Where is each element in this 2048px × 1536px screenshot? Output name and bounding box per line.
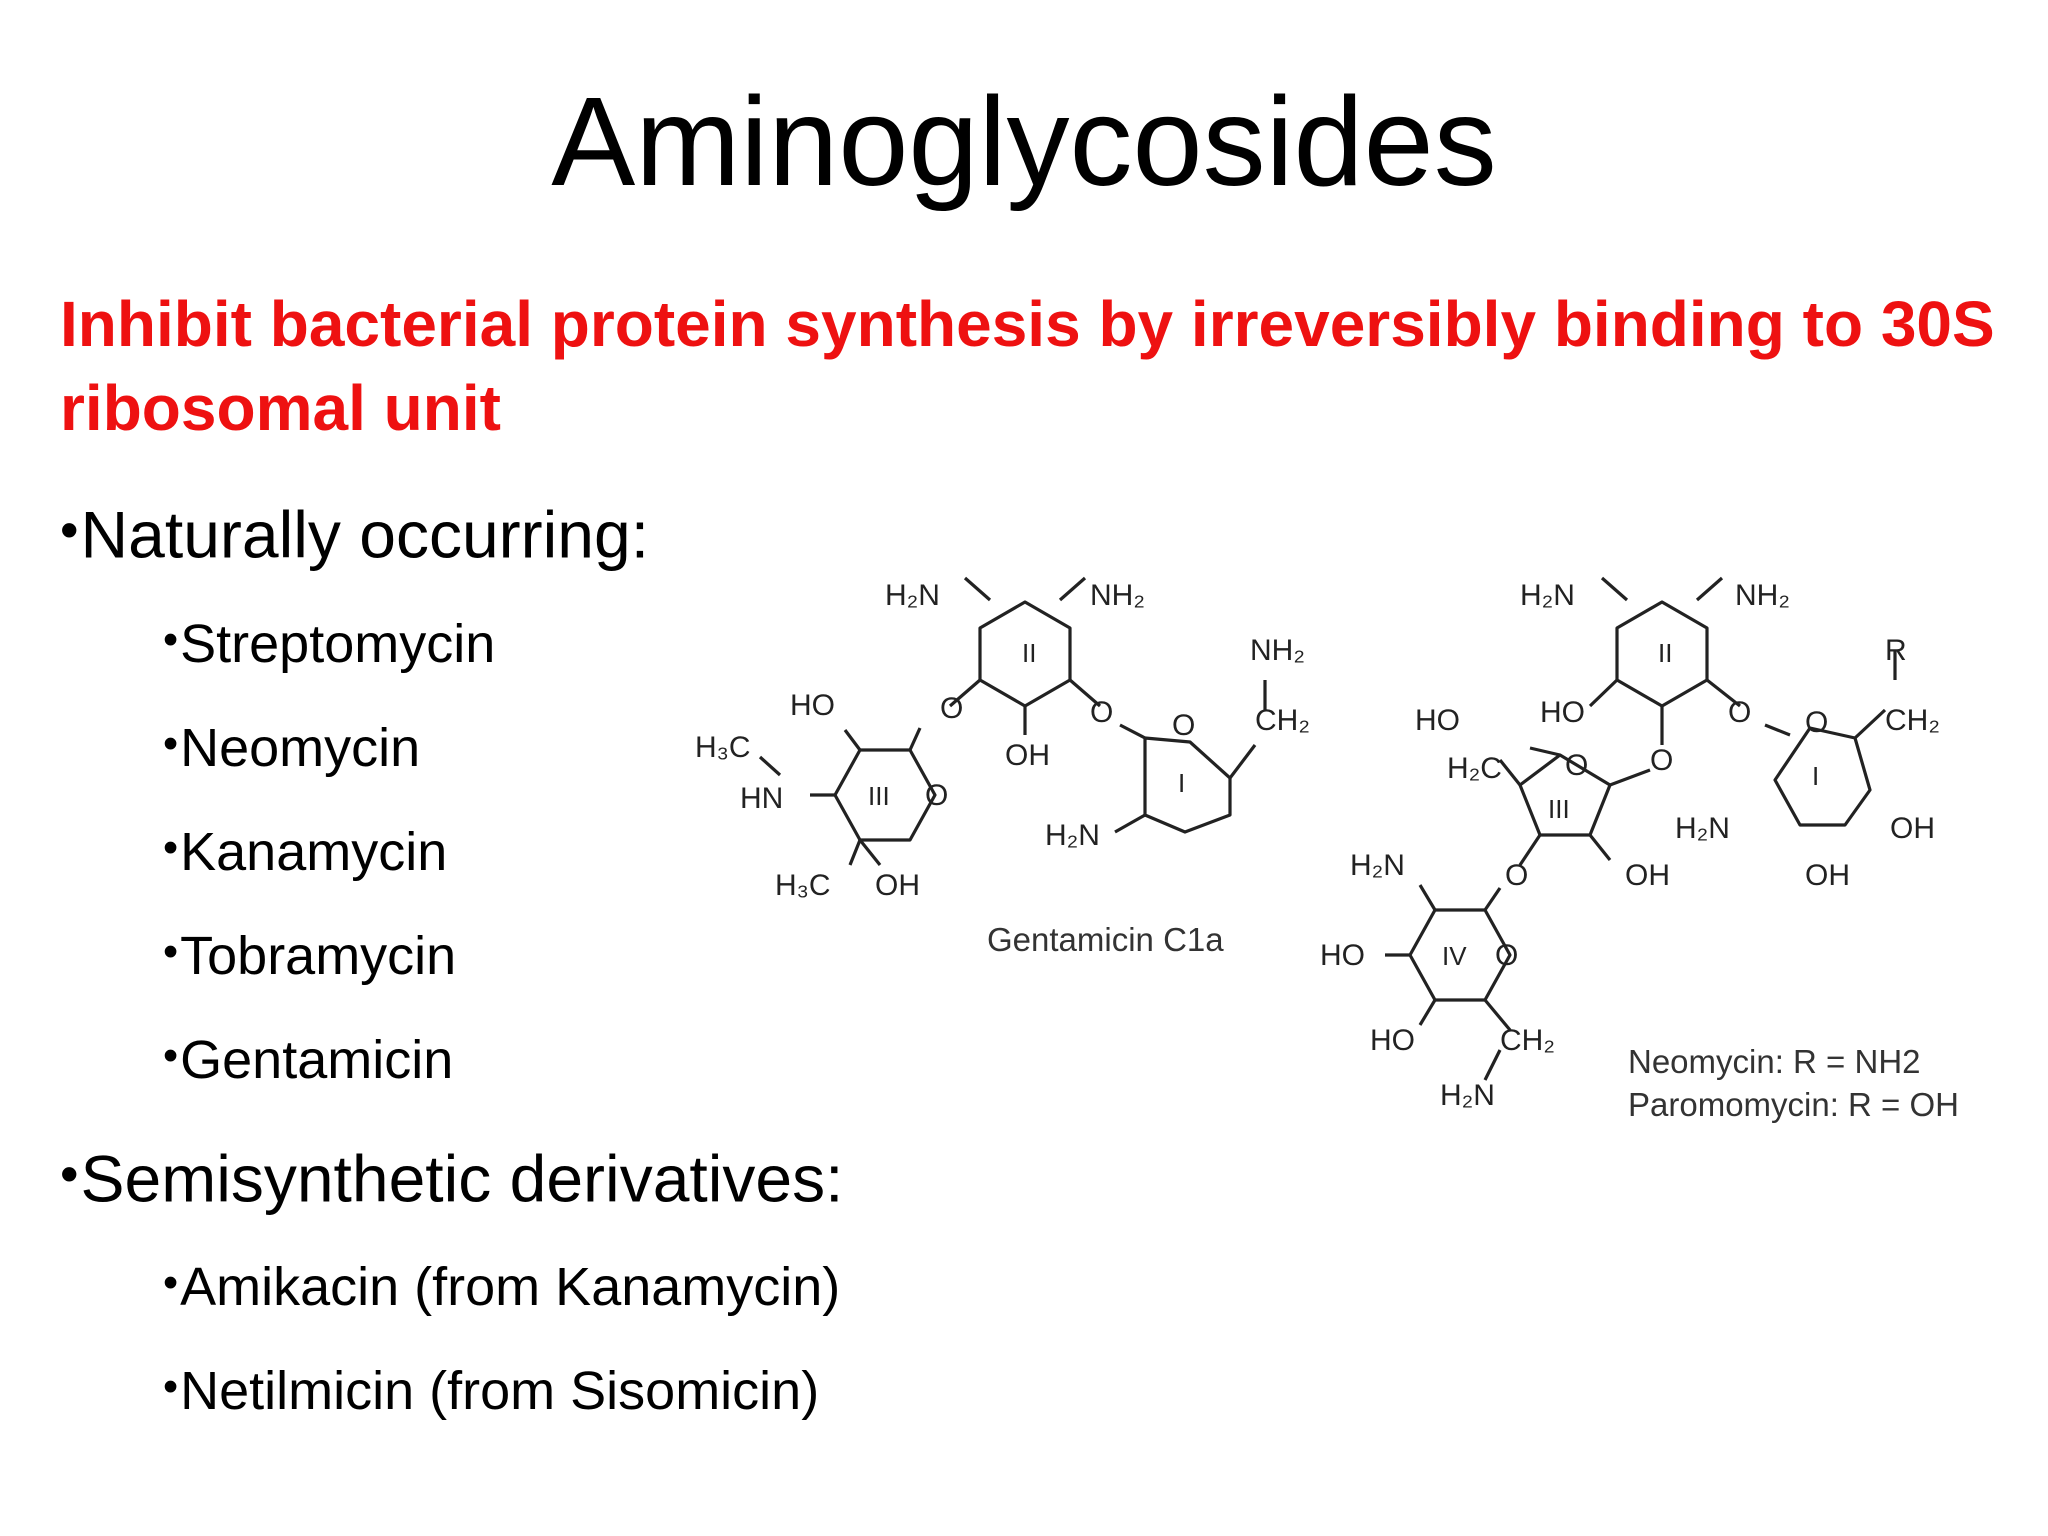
svg-text:O: O xyxy=(1090,696,1113,729)
list-item: •Streptomycin xyxy=(163,613,496,674)
svg-text:HN: HN xyxy=(740,782,783,815)
list-item-label: Tobramycin xyxy=(180,925,457,986)
svg-text:H₃C: H₃C xyxy=(695,731,751,764)
list-item-label: Amikacin (from Kanamycin) xyxy=(180,1256,841,1317)
svg-text:H₂N: H₂N xyxy=(1520,579,1575,612)
svg-text:HO: HO xyxy=(1415,704,1460,737)
svg-text:H₂N: H₂N xyxy=(1350,849,1405,882)
svg-text:CH₂: CH₂ xyxy=(1255,704,1310,737)
svg-text:IV: IV xyxy=(1442,941,1467,971)
list-item: •Kanamycin xyxy=(163,821,448,882)
section-label: Naturally occurring: xyxy=(80,497,650,572)
structure-atom-labels: H₂N NH₂ II NH₂ CH₂ O O O OH I H₂N HO H₃C… xyxy=(695,579,1940,1112)
paromomycin-caption: Paromomycin: R = OH xyxy=(1628,1086,1959,1123)
svg-text:H₂N: H₂N xyxy=(1675,812,1730,845)
section-naturally-occurring: •Naturally occurring: xyxy=(60,496,649,570)
list-item-label: Kanamycin xyxy=(180,821,448,882)
svg-text:H₂N: H₂N xyxy=(885,579,940,612)
neomycin-structure xyxy=(1385,576,1897,1081)
svg-text:OH: OH xyxy=(1890,812,1935,845)
neomycin-caption: Neomycin: R = NH2 xyxy=(1628,1043,1921,1080)
bullet: • xyxy=(60,501,79,560)
svg-text:HO: HO xyxy=(790,689,835,722)
list-item: •Gentamicin xyxy=(163,1029,454,1090)
svg-text:NH₂: NH₂ xyxy=(1735,579,1790,612)
svg-text:CH₂: CH₂ xyxy=(1500,1024,1555,1057)
svg-text:H₃C: H₃C xyxy=(775,869,831,902)
svg-text:OH: OH xyxy=(1005,739,1050,772)
svg-text:O: O xyxy=(1728,696,1751,729)
svg-text:NH₂: NH₂ xyxy=(1090,579,1145,612)
svg-text:II: II xyxy=(1658,638,1672,668)
svg-text:OH: OH xyxy=(1805,859,1850,892)
svg-text:OH: OH xyxy=(1625,859,1670,892)
svg-text:III: III xyxy=(1548,794,1570,824)
list-item: •Tobramycin xyxy=(163,925,457,986)
section-semisynthetic: •Semisynthetic derivatives: xyxy=(60,1141,844,1216)
svg-text:O: O xyxy=(1172,709,1195,742)
svg-text:HO: HO xyxy=(1370,1024,1415,1057)
list-item-label: Gentamicin xyxy=(180,1029,454,1090)
svg-text:CH₂: CH₂ xyxy=(1885,704,1940,737)
gentamicin-caption: Gentamicin C1a xyxy=(987,921,1224,958)
svg-text:R: R xyxy=(1885,634,1907,667)
list-item: •Amikacin (from Kanamycin) xyxy=(163,1256,841,1317)
list-item: •Netilmicin (from Sisomicin) xyxy=(163,1360,820,1421)
section-label: Semisynthetic derivatives: xyxy=(80,1141,844,1216)
svg-text:O: O xyxy=(1505,859,1528,892)
list-item-label: Streptomycin xyxy=(180,613,496,674)
slide-subtitle: Inhibit bacterial protein synthesis by i… xyxy=(60,288,1995,444)
svg-text:O: O xyxy=(1565,749,1588,782)
svg-text:O: O xyxy=(1495,939,1518,972)
list-item: •Neomycin xyxy=(163,717,421,778)
svg-text:OH: OH xyxy=(875,869,920,902)
svg-text:O: O xyxy=(925,779,948,812)
slide-title: Aminoglycosides xyxy=(551,71,1497,212)
svg-text:HO: HO xyxy=(1320,939,1365,972)
svg-text:H₂N: H₂N xyxy=(1440,1079,1495,1112)
svg-text:O: O xyxy=(1650,744,1673,777)
svg-text:I: I xyxy=(1812,761,1819,791)
svg-text:II: II xyxy=(1022,638,1036,668)
svg-text:III: III xyxy=(868,781,890,811)
svg-text:O: O xyxy=(940,692,963,725)
svg-text:I: I xyxy=(1178,768,1185,798)
svg-text:HO: HO xyxy=(1540,696,1585,729)
svg-text:O: O xyxy=(1805,706,1828,739)
gentamicin-structure xyxy=(758,576,1267,866)
list-item-label: Netilmicin (from Sisomicin) xyxy=(180,1360,820,1421)
svg-text:H₂C: H₂C xyxy=(1447,752,1502,785)
svg-text:H₂N: H₂N xyxy=(1045,819,1100,852)
list-item-label: Neomycin xyxy=(180,717,421,778)
svg-text:NH₂: NH₂ xyxy=(1250,634,1305,667)
